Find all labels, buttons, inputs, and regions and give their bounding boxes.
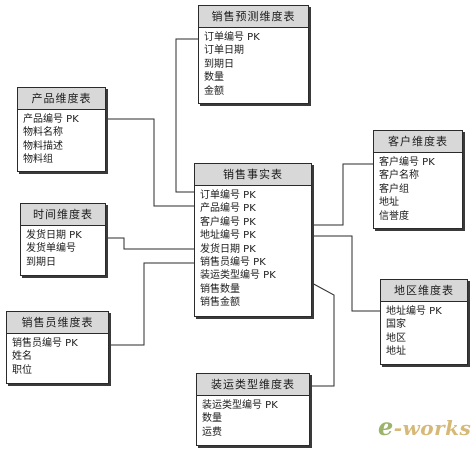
table-shipping-type: 装运类型维度表 装运类型编号 PK 数量 运费 [196, 373, 310, 446]
field-order-id: 订单编号 PK [204, 32, 260, 43]
field-sales-amount: 销售金额 [200, 297, 240, 309]
table-salesperson: 销售员维度表 销售员编号 PK 姓名 职位 [6, 311, 109, 384]
field-product-id: 产品编号 PK [23, 114, 79, 125]
field-ship-date: 发货日期 PK [26, 230, 82, 241]
field-credit: 信誉度 [379, 210, 409, 222]
field-address: 地址 [386, 346, 406, 358]
table-title: 产品维度表 [18, 88, 105, 110]
link-forecast-fact [175, 38, 198, 193]
field-freight: 运费 [202, 426, 222, 438]
table-sales-fact: 销售事实表 订单编号 PK 产品编号 PK 客户编号 PK 地址编号 PK 发货… [194, 163, 312, 317]
watermark-prefix: e [378, 412, 394, 441]
watermark-suffix: -works [393, 416, 472, 440]
table-title: 销售员维度表 [7, 312, 108, 334]
field-material-group: 物料组 [23, 154, 53, 166]
field-customer-group: 客户组 [379, 183, 409, 195]
field-region: 地区 [386, 332, 406, 344]
link-salesperson-fact [107, 262, 198, 346]
field-position: 职位 [12, 364, 32, 376]
field-ship-date: 发货日期 PK [200, 243, 256, 255]
field-product-id: 产品编号 PK [200, 203, 256, 215]
field-country: 国家 [386, 319, 406, 331]
link-customer-fact [310, 163, 376, 226]
field-material-desc: 物料描述 [23, 140, 63, 152]
table-customer: 客户维度表 客户编号 PK 客户名称 客户组 地址 信誉度 [373, 130, 463, 229]
field-shipping-type-id: 装运类型编号 PK [202, 400, 278, 411]
table-time: 时间维度表 发货日期 PK 发货单编号 到期日 [20, 203, 106, 276]
field-ship-no: 发货单编号 [26, 243, 76, 255]
table-sales-forecast: 销售预测维度表 订单编号 PK 订单日期 到期日 数量 金额 [198, 5, 309, 104]
table-title: 客户维度表 [374, 131, 462, 153]
field-due-date: 到期日 [204, 58, 234, 70]
eworks-watermark-logo: e-works [378, 412, 471, 441]
field-customer-id: 客户编号 PK [200, 216, 256, 228]
field-name: 姓名 [12, 351, 32, 363]
table-title: 时间维度表 [21, 204, 105, 226]
field-salesperson-id: 销售员编号 PK [12, 338, 78, 349]
table-product: 产品维度表 产品编号 PK 物料名称 物料描述 物料组 [17, 87, 106, 172]
field-shipping-type-id: 装运类型编号 PK [200, 270, 276, 282]
field-due-date: 到期日 [26, 256, 56, 268]
table-title: 地区维度表 [381, 280, 467, 302]
field-order-date: 订单日期 [204, 45, 244, 57]
field-customer-name: 客户名称 [379, 170, 419, 182]
table-title: 销售预测维度表 [199, 6, 308, 28]
table-title: 装运类型维度表 [197, 374, 309, 396]
field-material-name: 物料名称 [23, 127, 63, 139]
link-product-fact [104, 118, 198, 207]
field-customer-id: 客户编号 PK [379, 157, 435, 168]
link-region-fact [310, 235, 383, 312]
field-quantity: 数量 [204, 72, 224, 84]
field-address: 地址 [379, 197, 399, 209]
table-region: 地区维度表 地址编号 PK 国家 地区 地址 [380, 279, 468, 365]
field-address-id: 地址编号 PK [200, 230, 256, 242]
link-shipping-fact [309, 281, 335, 387]
field-sales-quantity: 销售数量 [200, 283, 240, 295]
field-address-id: 地址编号 PK [386, 306, 442, 317]
field-quantity: 数量 [202, 413, 222, 425]
table-title: 销售事实表 [195, 164, 311, 186]
field-salesperson-id: 销售员编号 PK [200, 257, 266, 269]
link-time-fact [104, 237, 198, 250]
field-amount: 金额 [204, 85, 224, 97]
field-order-id: 订单编号 PK [200, 190, 256, 201]
